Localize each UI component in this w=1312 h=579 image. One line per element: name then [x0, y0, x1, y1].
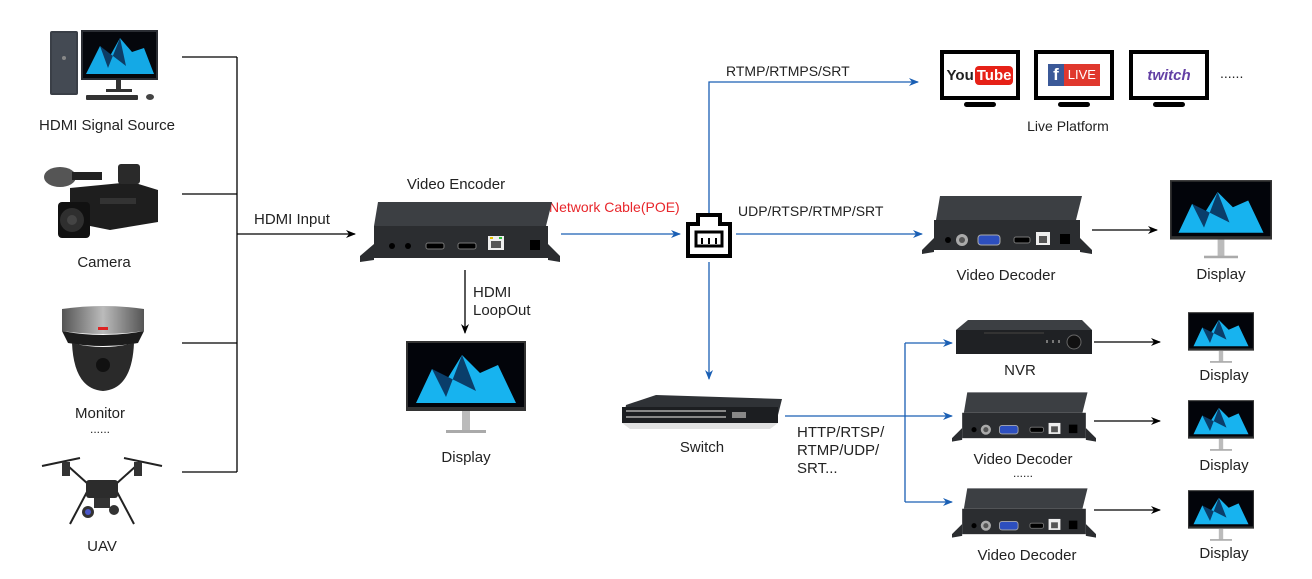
output-display-1-label: Display: [1199, 367, 1249, 384]
youtube-monitor-stand: [964, 102, 996, 107]
facebook-logo-live: LIVE: [1063, 64, 1100, 86]
decoder-top-display-label: Display: [1196, 266, 1246, 283]
live-platform-facebook: f LIVE: [1034, 50, 1114, 100]
output-ellipsis: ......: [1012, 466, 1034, 480]
monitor-display-icon: [1170, 180, 1272, 259]
nvr-icon: [956, 320, 1092, 354]
video-decoder-icon: [952, 488, 1096, 538]
source-label-hdmi: HDMI Signal Source: [39, 117, 175, 134]
encoder-label: Video Encoder: [406, 176, 506, 193]
switch-protocols-label-3: SRT...: [797, 460, 838, 477]
monitor-display-icon: [406, 341, 526, 433]
hdmi-input-bus: [182, 56, 469, 473]
video-decoder-icon: [922, 196, 1092, 254]
live-platform-twitch: twitch: [1129, 50, 1209, 100]
youtube-logo-you: You: [946, 66, 974, 84]
source-label-uav: UAV: [87, 538, 117, 555]
source-label-camera: Camera: [77, 254, 131, 271]
source-ellipsis: ......: [89, 422, 111, 436]
drone-icon: [41, 457, 163, 525]
decoder-top-label: Video Decoder: [956, 267, 1056, 284]
monitor-display-icon: [1188, 312, 1254, 363]
udp-decoder-label: UDP/RTSP/RTMP/SRT: [738, 203, 884, 219]
output-display-2-label: Display: [1199, 457, 1249, 474]
switch-protocols-label-1: HTTP/RTSP/: [797, 424, 885, 441]
live-platform-more: ......: [1220, 65, 1244, 81]
monitor-display-icon: [1188, 490, 1254, 541]
wire-port-to-live: [708, 78, 919, 214]
switch-label: Switch: [679, 439, 725, 456]
dome-camera-icon: [62, 306, 144, 391]
twitch-monitor-stand: [1153, 102, 1185, 107]
live-platform-label: Live Platform: [1027, 118, 1109, 134]
twitch-logo: twitch: [1147, 66, 1191, 84]
facebook-monitor-stand: [1058, 102, 1090, 107]
live-platform-youtube: You Tube: [940, 50, 1020, 100]
output-decoder-2-label: Video Decoder: [973, 451, 1073, 468]
ethernet-port-icon: [686, 213, 732, 258]
desktop-pc-icon: [50, 30, 158, 100]
hdmi-loopout-label-1: HDMI: [473, 284, 512, 301]
output-nvr-label: NVR: [1004, 362, 1036, 379]
network-switch-icon: [622, 395, 782, 429]
hdmi-input-label: HDMI Input: [254, 211, 330, 228]
hdmi-loopout-label-2: LoopOut: [473, 302, 531, 319]
monitor-display-icon: [1188, 400, 1254, 451]
rtmp-live-label: RTMP/RTMPS/SRT: [726, 63, 850, 79]
source-label-monitor: Monitor: [74, 405, 126, 422]
network-cable-poe-label: Network Cable(POE): [549, 199, 680, 215]
loop-display-label: Display: [441, 449, 491, 466]
facebook-logo-f: f: [1048, 64, 1064, 86]
output-display-3-label: Display: [1199, 545, 1249, 562]
video-encoder-icon: [360, 202, 560, 262]
output-decoder-3-label: Video Decoder: [977, 547, 1077, 564]
video-decoder-icon: [952, 392, 1096, 442]
switch-protocols-label-2: RTMP/UDP/: [797, 442, 880, 459]
youtube-logo-tube: Tube: [974, 65, 1014, 85]
camcorder-icon: [44, 164, 158, 238]
